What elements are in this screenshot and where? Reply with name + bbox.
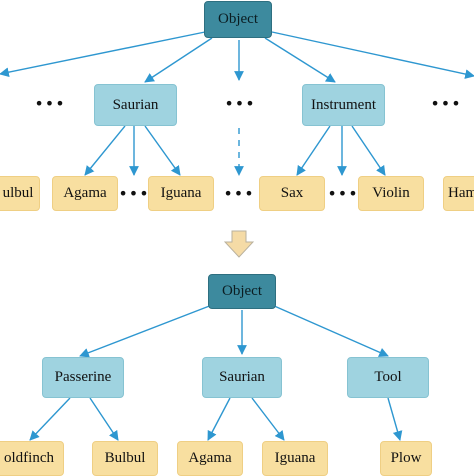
edge-tool-plow <box>387 397 403 441</box>
top-leaf-violin: Violin <box>358 176 424 211</box>
bottom-leaf-bulbul: Bulbul <box>92 441 158 476</box>
edge-bsaurian-iguana <box>251 397 285 441</box>
edge-top-root-left <box>0 31 206 78</box>
edge-passerine-bulbul <box>89 397 119 441</box>
edge-passerine-goldfinch <box>29 397 71 441</box>
top-category-instrument: Instrument <box>302 84 385 126</box>
ellipsis-top-6: ••• <box>327 184 359 203</box>
top-root-node: Object <box>204 1 272 38</box>
edge-top-root-saurian <box>144 37 213 83</box>
edge-top-root-right <box>271 31 474 79</box>
edge-bsaurian-agama <box>207 397 231 441</box>
top-category-saurian: Saurian <box>94 84 177 126</box>
bottom-leaf-plow: Plow <box>380 441 432 476</box>
edge-saurian-iguana <box>144 125 181 176</box>
ellipsis-top-3: ••• <box>430 94 462 113</box>
ellipsis-top-1: ••• <box>34 94 66 113</box>
edge-bottom-root-passerine <box>79 304 213 358</box>
bottom-category-saurian: Saurian <box>202 357 282 398</box>
top-leaf-iguana: Iguana <box>148 176 214 211</box>
top-leaf-ham: Ham <box>443 176 474 211</box>
top-leaf-sax: Sax <box>259 176 325 211</box>
edge-top-root-instrument <box>264 37 336 83</box>
ellipsis-top-5: ••• <box>223 184 255 203</box>
edge-instrument-violin <box>351 125 386 176</box>
bottom-category-passerine: Passerine <box>42 357 124 398</box>
edge-saurian-agama <box>84 125 126 176</box>
ellipsis-top-4: ••• <box>118 184 150 203</box>
bottom-category-tool: Tool <box>347 357 429 398</box>
down-arrow-icon <box>224 230 254 258</box>
bottom-leaf-agama: Agama <box>177 441 243 476</box>
ellipsis-top-2: ••• <box>224 94 256 113</box>
edge-bottom-root-tool <box>271 304 389 357</box>
bottom-leaf-iguana: Iguana <box>262 441 328 476</box>
bottom-leaf-goldfinch: oldfinch <box>0 441 64 476</box>
edge-instrument-sax <box>296 125 331 176</box>
top-leaf-bulbul: ulbul <box>0 176 40 211</box>
top-leaf-agama: Agama <box>52 176 118 211</box>
bottom-root-node: Object <box>208 274 276 309</box>
